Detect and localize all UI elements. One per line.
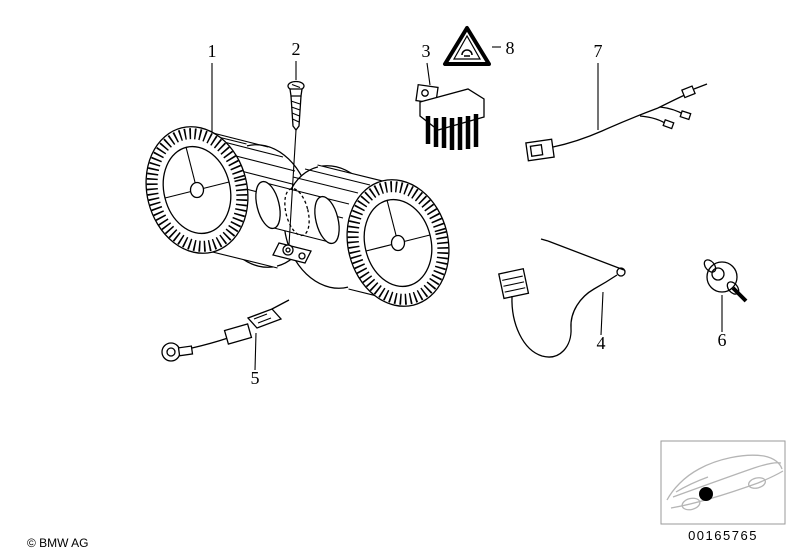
sensor-body: [223, 323, 253, 345]
callout-number: 6: [718, 330, 727, 350]
callouts: 1 2 3 8 7 5 4 6: [208, 38, 727, 388]
fan-fins: [347, 181, 449, 305]
right-fan-cage: [277, 164, 450, 307]
screw-boss: [282, 244, 294, 256]
probe: [547, 240, 625, 271]
harness-terminal: [681, 85, 696, 99]
callout-number: 8: [506, 38, 515, 58]
callout-7[interactable]: 7: [594, 41, 603, 130]
blower-motor: [255, 180, 340, 264]
callout-4[interactable]: 4: [597, 291, 606, 353]
harness-terminal: [679, 110, 692, 121]
leader-line: [426, 62, 431, 86]
fan-fins: [146, 128, 248, 252]
fan-hub: [390, 234, 406, 252]
image-number: 00165765: [688, 528, 758, 543]
resistor-fins: [425, 114, 479, 150]
leader-line: [254, 332, 257, 371]
callout-number: 2: [292, 39, 301, 59]
callout-6[interactable]: 6: [718, 295, 727, 350]
callout-1[interactable]: 1: [208, 41, 217, 132]
blower-resistor: [415, 83, 485, 150]
screw: [287, 80, 305, 246]
retaining-clip: [703, 259, 748, 303]
callout-number: 1: [208, 41, 217, 61]
sensor-bracket: [246, 308, 283, 329]
callout-5[interactable]: 5: [251, 332, 260, 388]
wiring-harness: [525, 83, 708, 162]
locator-frame: [660, 440, 786, 525]
resistor-pin: [421, 89, 429, 97]
warning-triangle-icon: [443, 26, 491, 66]
fan-hub: [189, 181, 205, 199]
callout-3[interactable]: 3: [422, 41, 431, 86]
part-location-dot: [699, 487, 713, 501]
copyright: © BMW AG: [27, 536, 89, 550]
callout-number: 3: [422, 41, 431, 61]
blower-assembly: [145, 126, 450, 307]
callout-8[interactable]: 8: [492, 38, 515, 58]
left-fan-cage: [145, 126, 312, 269]
callout-number: 4: [597, 333, 606, 353]
callout-2[interactable]: 2: [292, 39, 301, 80]
sensor-cable: [498, 238, 626, 358]
car-sketch: [666, 454, 784, 511]
harness-terminal: [662, 118, 675, 130]
leader-line: [600, 291, 604, 336]
callout-number: 7: [594, 41, 603, 61]
temperature-sensor: [161, 299, 290, 362]
callout-number: 5: [251, 368, 260, 388]
harness-connector: [525, 138, 555, 162]
car-locator: 00165765: [660, 440, 786, 543]
triangle-inner-symbol: [461, 49, 473, 57]
